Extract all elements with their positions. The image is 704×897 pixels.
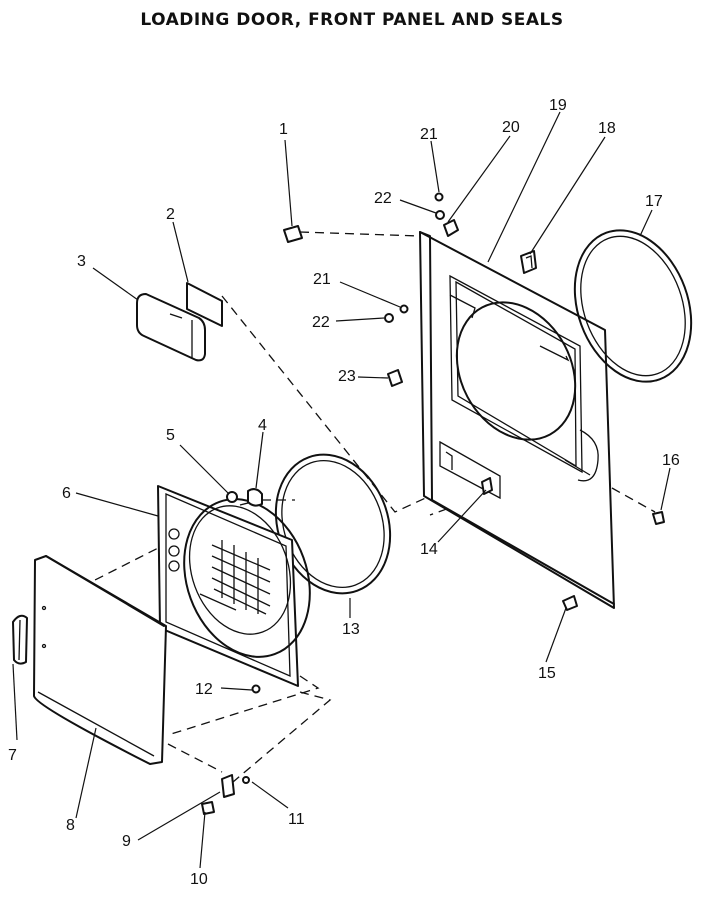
callout-21-mid: 21 [313, 271, 331, 288]
part-12-screw [251, 684, 261, 694]
part-15-screw [562, 595, 578, 611]
callout-6: 6 [62, 485, 71, 502]
part-17-seal [573, 229, 693, 383]
callout-7: 7 [8, 747, 17, 764]
part-21-screw-top [434, 192, 444, 202]
lint-screen-grid [211, 540, 271, 615]
callout-2: 2 [166, 206, 175, 223]
callout-15: 15 [538, 665, 556, 682]
callout-3: 3 [77, 253, 86, 270]
callout-4: 4 [258, 417, 267, 434]
callout-1: 1 [279, 121, 288, 138]
callout-10: 10 [190, 871, 208, 888]
part-4-fitting [247, 488, 263, 507]
part-18-clip [520, 250, 537, 274]
callout-13: 13 [342, 621, 360, 638]
callout-22-top: 22 [374, 190, 392, 207]
part-3-housing [136, 293, 206, 362]
part-14-switch [481, 477, 493, 495]
callout-19: 19 [549, 97, 567, 114]
callout-18: 18 [598, 120, 616, 137]
callout-20: 20 [502, 119, 520, 136]
callout-8: 8 [66, 817, 75, 834]
part-22-washer-mid [384, 313, 394, 323]
callout-labels: 1 2 3 4 5 6 7 8 9 10 11 12 13 14 15 16 1… [8, 97, 680, 888]
callout-9: 9 [122, 833, 131, 850]
part-2-insert [186, 282, 223, 327]
callout-14: 14 [420, 541, 438, 558]
callout-21-top: 21 [420, 126, 438, 143]
part-11-screw [242, 776, 250, 784]
part-16-screw [652, 511, 665, 525]
part-5-fitting [226, 491, 238, 503]
part-20-clip [443, 219, 459, 237]
callout-5: 5 [166, 427, 175, 444]
part-1-clip [283, 225, 303, 243]
part-22-washer-top [435, 210, 445, 220]
callout-17: 17 [645, 193, 663, 210]
callout-16: 16 [662, 452, 680, 469]
callout-23: 23 [338, 368, 356, 385]
part-7-handle [12, 614, 28, 665]
leader-lines [12, 111, 671, 869]
part-21-screw-mid [399, 304, 409, 314]
diagram-title: LOADING DOOR, FRONT PANEL AND SEALS [140, 10, 564, 30]
callout-11: 11 [288, 811, 305, 828]
callout-22-mid: 22 [312, 314, 330, 331]
part-8-outer-door [33, 555, 167, 765]
part-10-pin [201, 801, 215, 815]
part-19-front-panel [419, 231, 615, 609]
part-6-inner-door [157, 485, 311, 687]
part-23-bushing [387, 369, 403, 387]
callout-12: 12 [195, 681, 213, 698]
part-9-hinge [221, 774, 235, 798]
